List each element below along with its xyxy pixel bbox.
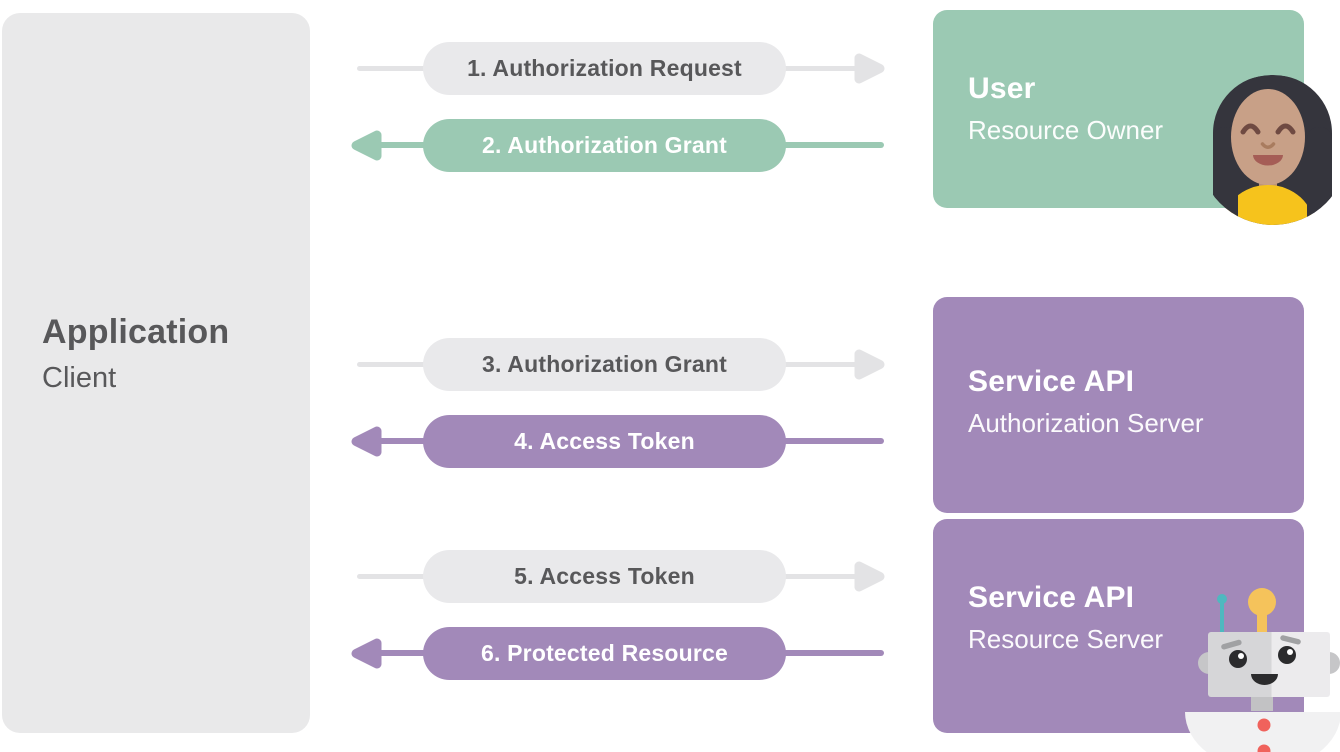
arrow-access-token-to-resource: 5. Access Token [0,550,1340,606]
arrow-access-token-to-app: 4. Access Token [0,415,1340,471]
arrow-right-icon [852,50,888,87]
robot-icon [1185,588,1340,752]
arrow-label: 3. Authorization Grant [423,338,786,391]
application-subtitle: Client [42,362,117,394]
resource-server-box: Service API Resource Server [933,519,1304,733]
arrow-authorization-request: 1. Authorization Request [0,42,1340,98]
authorization-server-box-text: Service API Authorization Server [968,365,1204,439]
arrow-left-icon [348,127,384,164]
arrow-right-icon [852,346,888,383]
arrow-left-icon [348,423,384,460]
authorization-server-subtitle: Authorization Server [968,408,1204,438]
application-box-text: Application Client [42,313,229,395]
application-client-box: Application Client [2,13,310,733]
arrow-label: 6. Protected Resource [423,627,786,680]
resource-server-subtitle: Resource Server [968,624,1164,654]
arrow-label: 5. Access Token [423,550,786,603]
user-box-text: User Resource Owner [968,72,1163,146]
arrow-label: 1. Authorization Request [423,42,786,95]
authorization-server-title: Service API [968,365,1135,398]
resource-server-box-text: Service API Resource Server [968,581,1163,655]
woman-avatar-icon [1213,75,1332,225]
resource-server-title: Service API [968,581,1135,614]
arrow-right-icon [852,558,888,595]
arrow-authorization-grant-to-app: 2. Authorization Grant [0,119,1340,175]
user-subtitle: Resource Owner [968,115,1164,145]
arrow-left-icon [348,635,384,672]
arrow-label: 2. Authorization Grant [423,119,786,172]
user-title: User [968,72,1036,105]
arrow-authorization-grant-to-server: 3. Authorization Grant [0,338,1340,394]
arrow-protected-resource: 6. Protected Resource [0,627,1340,683]
authorization-server-box: Service API Authorization Server [933,297,1304,513]
application-title: Application [42,313,230,351]
arrow-label: 4. Access Token [423,415,786,468]
